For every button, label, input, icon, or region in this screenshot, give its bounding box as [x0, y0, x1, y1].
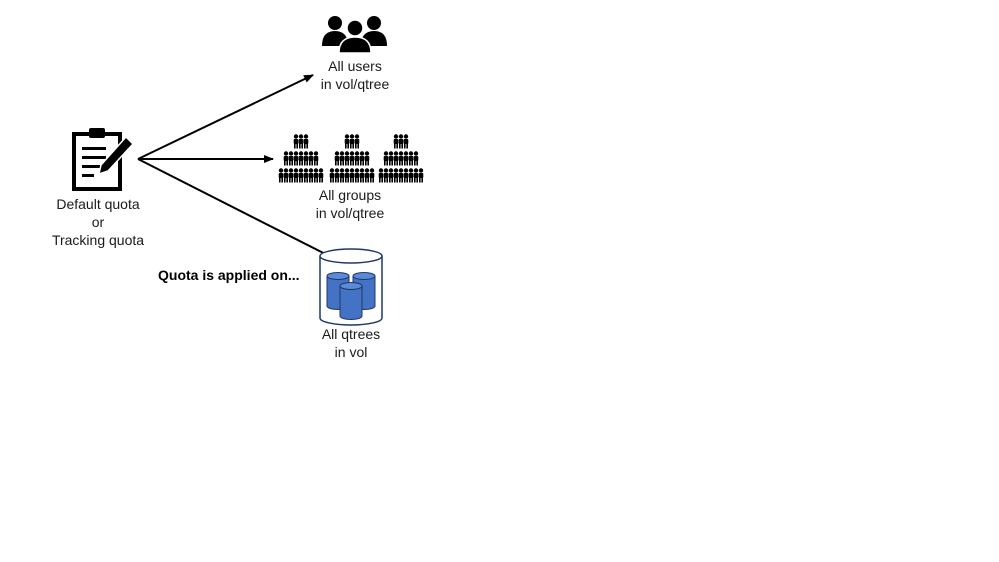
users-group-icon: [322, 16, 387, 54]
users-target-label: All users in vol/qtree: [300, 57, 410, 93]
arrow-to-users: [137, 74, 314, 160]
users-label-line1: All users: [328, 58, 382, 74]
source-label: Default quota or Tracking quota: [43, 195, 153, 249]
qtree-cylinders-icon: [319, 248, 383, 326]
groups-label-line2: in vol/qtree: [315, 205, 385, 221]
groups-label-line1: All groups: [318, 187, 382, 203]
quota-caption: Quota is applied on...: [158, 267, 300, 283]
source-label-line1: Default quota: [56, 196, 140, 212]
qtrees-target-label: All qtrees in vol: [296, 325, 406, 361]
clipboard-edit-icon: [72, 128, 135, 191]
users-label-line2: in vol/qtree: [320, 76, 390, 92]
qtrees-label-line2: in vol: [334, 344, 368, 360]
qtrees-label-line1: All qtrees: [321, 326, 381, 342]
source-label-line2: or: [91, 214, 105, 230]
source-label-line3: Tracking quota: [51, 232, 145, 248]
groups-target-label: All groups in vol/qtree: [295, 186, 405, 222]
groups-crowd-icon: [279, 134, 424, 182]
arrow-to-qtrees: [137, 158, 352, 268]
